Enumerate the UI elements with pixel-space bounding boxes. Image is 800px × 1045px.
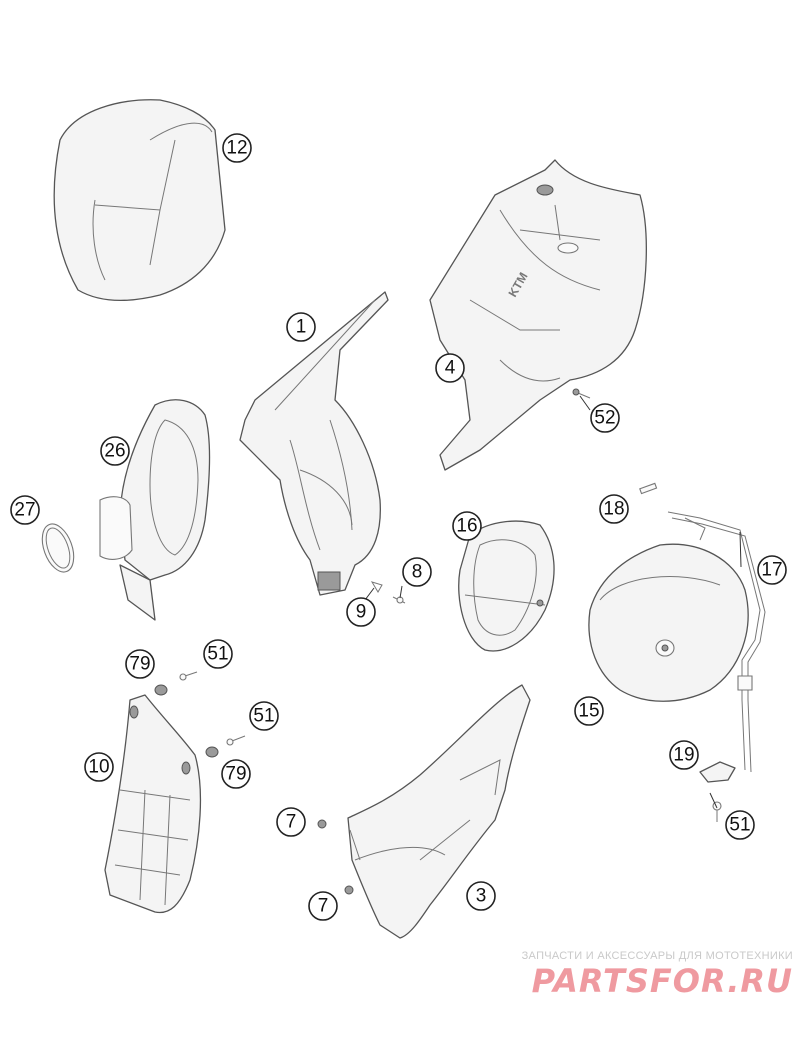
svg-text:19: 19	[673, 745, 694, 766]
callout-3: 3	[466, 881, 496, 911]
svg-text:9: 9	[356, 602, 367, 623]
part-79-51-fasteners-left	[154, 671, 246, 758]
leader-lines	[364, 395, 742, 809]
callout-26: 26	[100, 436, 130, 466]
callout-79-lower: 79	[221, 759, 251, 789]
svg-text:4: 4	[445, 358, 456, 379]
callout-8: 8	[402, 557, 432, 587]
watermark-logo: PARTSFOR.RU	[531, 962, 793, 1000]
svg-text:3: 3	[476, 886, 487, 907]
part-26-intake-boot	[99, 399, 211, 621]
svg-text:51: 51	[253, 706, 274, 727]
callout-7-upper: 7	[276, 807, 306, 837]
svg-text:1: 1	[296, 317, 307, 338]
svg-text:18: 18	[603, 499, 624, 520]
part-16-filter-holder	[458, 520, 555, 652]
svg-text:51: 51	[207, 644, 228, 665]
svg-text:79: 79	[129, 654, 150, 675]
part-15-air-filter	[588, 543, 749, 702]
svg-text:26: 26	[104, 441, 125, 462]
callout-51-middle: 51	[249, 701, 279, 731]
callout-1: 1	[286, 312, 316, 342]
svg-text:17: 17	[761, 560, 782, 581]
callout-52: 52	[590, 403, 620, 433]
callout-19: 19	[669, 740, 699, 770]
svg-text:27: 27	[14, 500, 35, 521]
part-12-filter-sponge	[53, 99, 226, 302]
part-3-side-cover	[317, 684, 531, 939]
callout-27: 27	[10, 495, 40, 525]
part-4-airbox-cover: KTM	[429, 159, 647, 471]
svg-text:12: 12	[226, 138, 247, 159]
callout-16: 16	[452, 511, 482, 541]
svg-text:10: 10	[88, 757, 109, 778]
callout-17: 17	[757, 555, 787, 585]
part-19-clip	[699, 761, 736, 783]
callout-51-upper: 51	[203, 639, 233, 669]
svg-text:51: 51	[729, 815, 750, 836]
callout-12: 12	[222, 133, 252, 163]
svg-text:7: 7	[318, 896, 329, 917]
callout-10: 10	[84, 752, 114, 782]
svg-text:15: 15	[578, 701, 599, 722]
callout-79-upper: 79	[125, 649, 155, 679]
callout-4: 4	[435, 353, 465, 383]
callout-18: 18	[599, 494, 629, 524]
part-8-9-hardware	[370, 581, 406, 604]
svg-text:79: 79	[225, 764, 246, 785]
part-17-filter-cage	[667, 511, 766, 773]
part-10-side-cover-left	[104, 694, 202, 914]
svg-text:8: 8	[412, 562, 423, 583]
callout-15: 15	[574, 696, 604, 726]
part-52-screw	[572, 388, 591, 399]
svg-text:7: 7	[286, 812, 297, 833]
svg-text:16: 16	[456, 516, 477, 537]
watermark-tagline: ЗАПЧАСТИ И АКСЕССУАРЫ ДЛЯ МОТОТЕХНИКИ	[521, 950, 793, 962]
callout-7-lower: 7	[308, 891, 338, 921]
part-18-pin	[639, 482, 658, 495]
part-1-airbox-frame	[239, 291, 389, 596]
callout-51-right: 51	[725, 810, 755, 840]
part-27-hose-clamp	[41, 523, 75, 573]
part-51-screw-right	[712, 801, 722, 822]
callout-9: 9	[346, 597, 376, 627]
svg-text:52: 52	[594, 408, 615, 429]
